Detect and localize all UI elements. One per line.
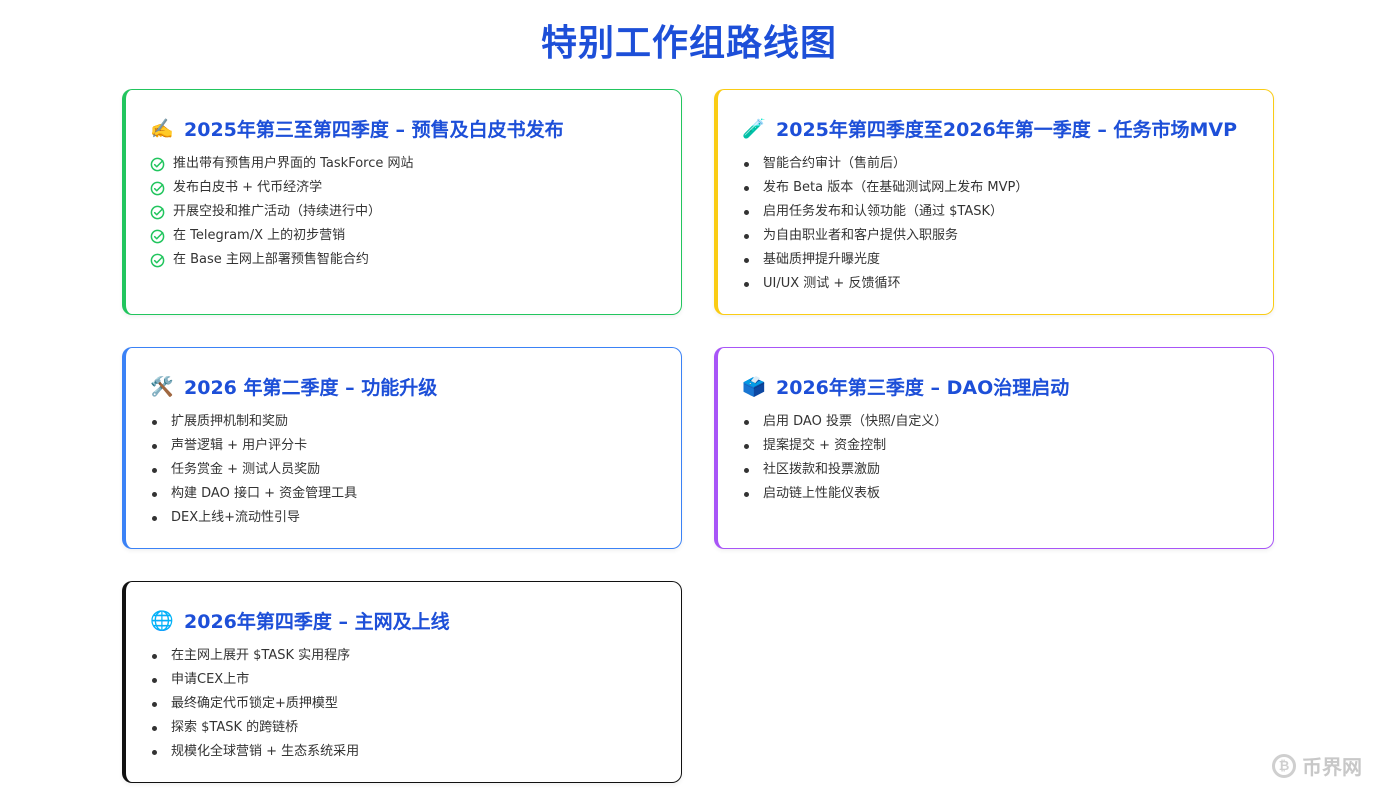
list-item: 基础质押提升曝光度 (742, 248, 1247, 272)
card-title: 🌐 2026年第四季度 – 主网及上线 (150, 606, 655, 634)
list-item: 任务赏金 + 测试人员奖励 (150, 458, 655, 482)
card-title: 🛠️ 2026 年第二季度 – 功能升级 (150, 372, 655, 400)
bullet-icon (744, 233, 749, 239)
roadmap-card-q3-q4-2025: ✍️ 2025年第三至第四季度 – 预售及白皮书发布 推出带有预售用户界面的 T… (122, 89, 682, 315)
bullet-icon (152, 419, 157, 425)
list-item: 启动链上性能仪表板 (742, 482, 1247, 506)
globe-icon: 🌐 (150, 609, 174, 632)
roadmap-card-q4-2025-q1-2026: 🧪 2025年第四季度至2026年第一季度 – 任务市场MVP 智能合约审计（售… (714, 89, 1274, 315)
milestone-list: 推出带有预售用户界面的 TaskForce 网站 发布白皮书 + 代币经济学 开… (150, 152, 655, 272)
milestone-list: 在主网上展开 $TASK 实用程序 申请CEX上市 最终确定代币锁定+质押模型 … (150, 644, 655, 764)
milestone-list: 智能合约审计（售前后） 发布 Beta 版本（在基础测试网上发布 MVP） 启用… (742, 152, 1247, 296)
watermark-text: 币界网 (1302, 755, 1362, 779)
list-item: 规模化全球营销 + 生态系统采用 (150, 740, 655, 764)
list-item: 推出带有预售用户界面的 TaskForce 网站 (150, 152, 655, 176)
list-item: 启用任务发布和认领功能（通过 $TASK） (742, 200, 1247, 224)
card-title-text: 2026年第三季度 – DAO治理启动 (776, 376, 1070, 399)
list-item: 发布白皮书 + 代币经济学 (150, 176, 655, 200)
ballot-box-icon: 🗳️ (742, 375, 766, 398)
list-item: 智能合约审计（售前后） (742, 152, 1247, 176)
list-item: 声誉逻辑 + 用户评分卡 (150, 434, 655, 458)
bullet-icon (744, 281, 749, 287)
bullet-icon (744, 467, 749, 473)
writing-hand-icon: ✍️ (150, 117, 174, 140)
page-title: 特别工作组路线图 (540, 23, 837, 64)
card-title-text: 2025年第四季度至2026年第一季度 – 任务市场MVP (776, 118, 1238, 141)
list-item: 申请CEX上市 (150, 668, 655, 692)
list-item: 在 Base 主网上部署预售智能合约 (150, 248, 655, 272)
list-item: 在 Telegram/X 上的初步营销 (150, 224, 655, 248)
list-item: 构建 DAO 接口 + 资金管理工具 (150, 482, 655, 506)
bullet-icon (744, 257, 749, 263)
milestone-list: 启用 DAO 投票（快照/自定义） 提案提交 + 资金控制 社区拨款和投票激励 … (742, 410, 1247, 506)
watermark: ₿ 币界网 (1272, 751, 1362, 780)
roadmap-card-q2-2026: 🛠️ 2026 年第二季度 – 功能升级 扩展质押机制和奖励 声誉逻辑 + 用户… (122, 347, 682, 549)
bullet-icon (152, 491, 157, 497)
list-item: 最终确定代币锁定+质押模型 (150, 692, 655, 716)
list-item: 发布 Beta 版本（在基础测试网上发布 MVP） (742, 176, 1247, 200)
list-item: 探索 $TASK 的跨链桥 (150, 716, 655, 740)
list-item: 在主网上展开 $TASK 实用程序 (150, 644, 655, 668)
bullet-icon (152, 467, 157, 473)
check-circle-icon (150, 253, 165, 267)
bullet-icon (152, 725, 157, 731)
roadmap-card-q3-2026: 🗳️ 2026年第三季度 – DAO治理启动 启用 DAO 投票（快照/自定义）… (714, 347, 1274, 549)
card-title: 🗳️ 2026年第三季度 – DAO治理启动 (742, 372, 1247, 400)
bullet-icon (744, 491, 749, 497)
check-circle-icon (150, 229, 165, 243)
check-circle-icon (150, 181, 165, 195)
list-item: 为自由职业者和客户提供入职服务 (742, 224, 1247, 248)
check-circle-icon (150, 205, 165, 219)
list-item: 启用 DAO 投票（快照/自定义） (742, 410, 1247, 434)
list-item: UI/UX 测试 + 反馈循环 (742, 272, 1247, 296)
card-title-text: 2025年第三至第四季度 – 预售及白皮书发布 (184, 118, 564, 141)
bullet-icon (744, 161, 749, 167)
bullet-icon (152, 701, 157, 707)
list-item: 社区拨款和投票激励 (742, 458, 1247, 482)
bullet-icon (152, 515, 157, 521)
card-title-text: 2026年第四季度 – 主网及上线 (184, 610, 450, 633)
bitcoin-coin-icon: ₿ (1272, 753, 1296, 778)
bullet-icon (152, 677, 157, 683)
tools-icon: 🛠️ (150, 375, 174, 398)
list-item: 提案提交 + 资金控制 (742, 434, 1247, 458)
card-title: 🧪 2025年第四季度至2026年第一季度 – 任务市场MVP (742, 114, 1247, 142)
bullet-icon (744, 209, 749, 215)
bullet-icon (744, 443, 749, 449)
roadmap-card-q4-2026: 🌐 2026年第四季度 – 主网及上线 在主网上展开 $TASK 实用程序 申请… (122, 581, 682, 783)
milestone-list: 扩展质押机制和奖励 声誉逻辑 + 用户评分卡 任务赏金 + 测试人员奖励 构建 … (150, 410, 655, 530)
list-item: 扩展质押机制和奖励 (150, 410, 655, 434)
check-circle-icon (150, 157, 165, 171)
list-item: DEX上线+流动性引导 (150, 506, 655, 530)
bullet-icon (152, 653, 157, 659)
bullet-icon (744, 419, 749, 425)
test-tube-icon: 🧪 (742, 117, 766, 140)
card-title-text: 2026 年第二季度 – 功能升级 (184, 376, 438, 399)
card-title: ✍️ 2025年第三至第四季度 – 预售及白皮书发布 (150, 114, 655, 142)
bullet-icon (744, 185, 749, 191)
bullet-icon (152, 443, 157, 449)
list-item: 开展空投和推广活动（持续进行中） (150, 200, 655, 224)
bullet-icon (152, 749, 157, 755)
